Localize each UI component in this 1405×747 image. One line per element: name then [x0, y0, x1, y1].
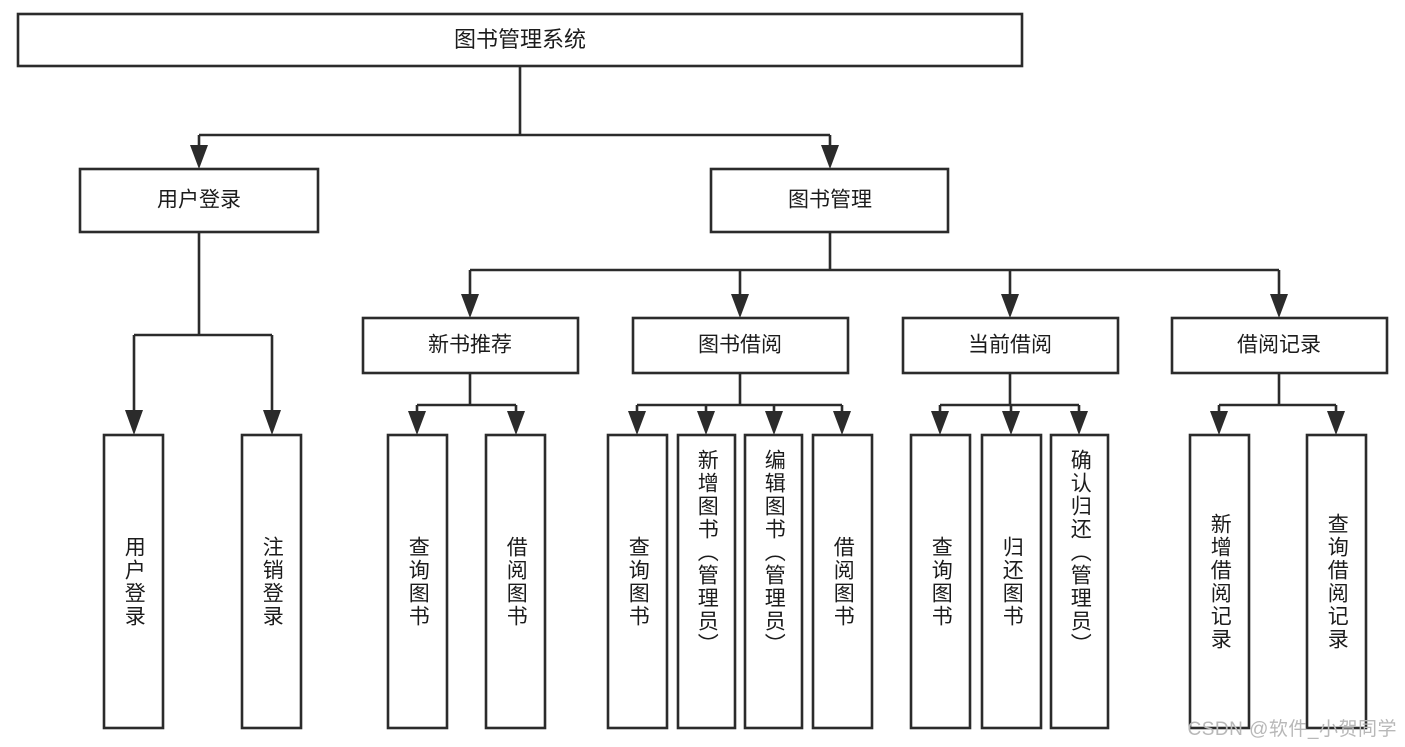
- node-new-book-rec-box[interactable]: [361, 316, 580, 375]
- node-leaf-edit-book-box[interactable]: [743, 433, 804, 730]
- node-leaf-user-login-box[interactable]: [102, 433, 165, 730]
- arrow-to-book-manage: [821, 145, 839, 169]
- node-root-box[interactable]: [16, 12, 1024, 68]
- arrow-to-leaf-borrow-book-1: [507, 411, 525, 435]
- edge-current-borrow-bus: [938, 373, 1081, 413]
- arrow-to-leaf-add-book: [697, 411, 715, 435]
- arrow-to-leaf-add-record: [1210, 411, 1228, 435]
- edge-book-manage-bus: [468, 232, 1281, 296]
- node-current-borrow-label: 当前借阅: [968, 334, 1052, 357]
- node-root-label: 图书管理系统: [454, 27, 586, 52]
- node-leaf-confirm-return-box[interactable]: [1049, 433, 1110, 730]
- node-leaf-query-book-2-box[interactable]: [606, 433, 669, 730]
- node-user-login-box[interactable]: [78, 167, 320, 234]
- arrow-to-new-book-rec: [461, 294, 479, 318]
- node-leaf-borrow-book-2-box[interactable]: [811, 433, 874, 730]
- arrow-to-leaf-query-book-3: [931, 411, 949, 435]
- arrow-to-current-borrow: [1001, 294, 1019, 318]
- node-borrow-record-box[interactable]: [1170, 316, 1389, 375]
- edge-new-book-rec-bus: [415, 373, 518, 413]
- arrow-to-leaf-borrow-book-2: [833, 411, 851, 435]
- node-leaf-logout-box[interactable]: [240, 433, 303, 730]
- arrow-to-user-login: [190, 145, 208, 169]
- arrow-to-leaf-query-book-1: [408, 411, 426, 435]
- arrow-to-leaf-edit-book: [765, 411, 783, 435]
- node-user-login-label: 用户登录: [157, 189, 241, 212]
- node-current-borrow-box[interactable]: [901, 316, 1120, 375]
- arrow-to-leaf-return-book: [1002, 411, 1020, 435]
- connector-layer: [125, 66, 1345, 435]
- node-book-manage-label: 图书管理: [788, 189, 872, 212]
- node-borrow-record-label: 借阅记录: [1237, 334, 1321, 357]
- node-book-borrow-box[interactable]: [631, 316, 850, 375]
- arrow-to-borrow-record: [1270, 294, 1288, 318]
- node-book-manage-box[interactable]: [709, 167, 950, 234]
- arrow-to-leaf-user-login: [125, 410, 143, 435]
- edge-borrow-record-bus: [1217, 373, 1338, 413]
- arrow-to-leaf-confirm-return: [1070, 411, 1088, 435]
- node-leaf-query-book-3-box[interactable]: [909, 433, 972, 730]
- edge-book-borrow-bus: [635, 373, 844, 413]
- arrow-to-leaf-logout: [263, 410, 281, 435]
- node-leaf-borrow-book-1-box[interactable]: [484, 433, 547, 730]
- node-new-book-rec-label: 新书推荐: [428, 334, 512, 357]
- node-leaf-add-book-box[interactable]: [676, 433, 737, 730]
- edge-user-login-bus: [132, 232, 274, 412]
- arrow-to-book-borrow: [731, 294, 749, 318]
- node-leaf-query-record-box[interactable]: [1305, 433, 1368, 730]
- node-book-borrow-label: 图书借阅: [698, 334, 782, 357]
- node-leaf-query-book-1-box[interactable]: [386, 433, 449, 730]
- node-leaf-return-book-box[interactable]: [980, 433, 1043, 730]
- node-layer: 图书管理系统 用户登录 图书管理 新书推荐 图书借阅 当前借阅 借阅记录: [16, 12, 1389, 730]
- arrow-to-leaf-query-book-2: [628, 411, 646, 435]
- node-leaf-add-record-box[interactable]: [1188, 433, 1251, 730]
- edge-root-to-level2-bus: [197, 66, 832, 150]
- arrow-to-leaf-query-record: [1327, 411, 1345, 435]
